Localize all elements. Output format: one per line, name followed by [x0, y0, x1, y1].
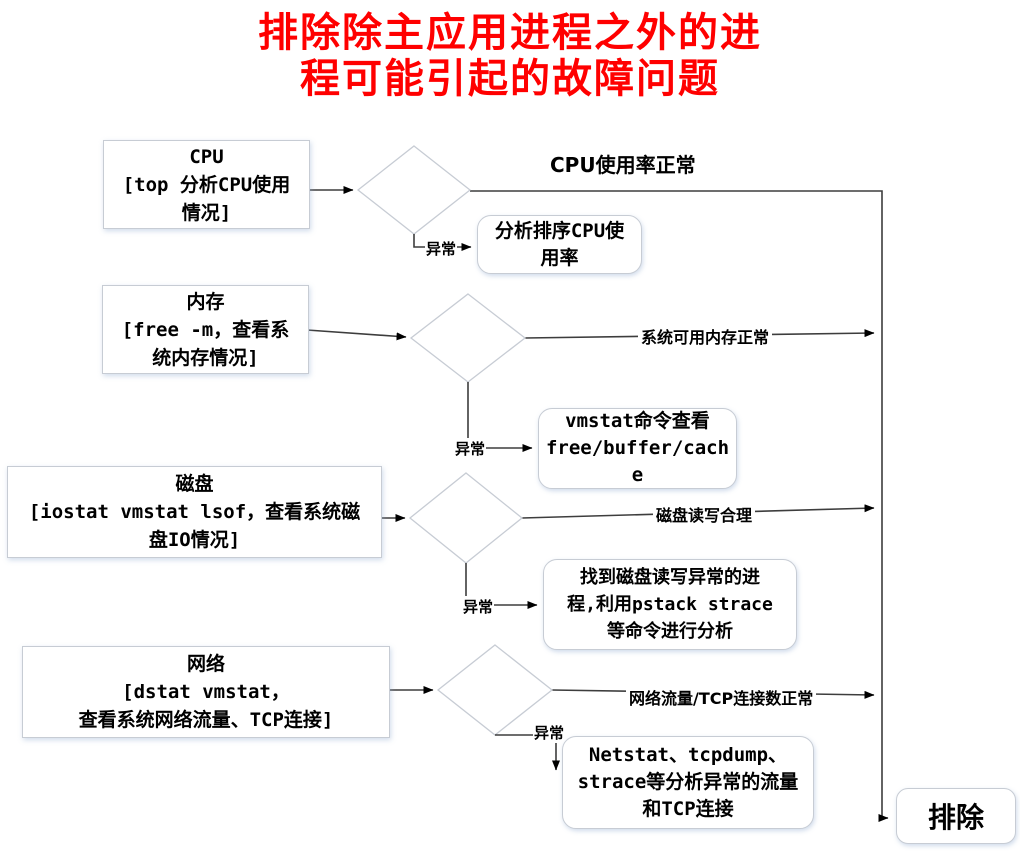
decision-diamond-memory [409, 293, 527, 383]
normal-path-label-network: 网络流量/TCP连接数正常 [626, 685, 817, 709]
diagram-title-line2: 程可能引起的故障问题 [300, 56, 720, 102]
source-box-network: 网络 [dstat vmstat， 查看系统网络流量、TCP连接] [22, 646, 390, 738]
decision-diamond-disk [408, 472, 524, 564]
source-box-memory: 内存 [free -m，查看系 统内存情况] [102, 285, 309, 374]
abnormal-label-cpu: 异常 [425, 238, 458, 259]
decision-diamond-cpu [356, 145, 472, 235]
abnormal-label-memory: 异常 [454, 438, 487, 459]
action-box-disk: 找到磁盘读写异常的进 程,利用pstack strace 等命令进行分析 [543, 559, 797, 650]
source-box-cpu: CPU [top 分析CPU使用 情况] [103, 140, 310, 229]
diagram-title: 排除除主应用进程之外的进 程可能引起的故障问题 [0, 10, 1020, 102]
normal-path-cpu-and-collector [470, 190, 889, 822]
abnormal-label-network: 异常 [533, 722, 566, 743]
action-box-memory: vmstat命令查看 free/buffer/cach e [538, 408, 737, 489]
arrow-memory-to-decision [306, 329, 407, 341]
diagram-title-line1: 排除除主应用进程之外的进 [258, 10, 762, 56]
action-box-cpu: 分析排序CPU使 用率 [477, 215, 642, 274]
abnormal-label-disk: 异常 [462, 596, 495, 617]
normal-path-label-memory: 系统可用内存正常 [638, 324, 773, 348]
result-box: 排除 [896, 788, 1016, 844]
action-box-network: Netstat、tcpdump、 strace等分析异常的流量 和TCP连接 [562, 736, 814, 829]
source-box-disk: 磁盘 [iostat vmstat lsof，查看系统磁 盘IO情况] [7, 466, 382, 558]
normal-path-label-disk: 磁盘读写合理 [653, 502, 756, 526]
normal-path-label-cpu: CPU使用率正常 [547, 149, 699, 178]
